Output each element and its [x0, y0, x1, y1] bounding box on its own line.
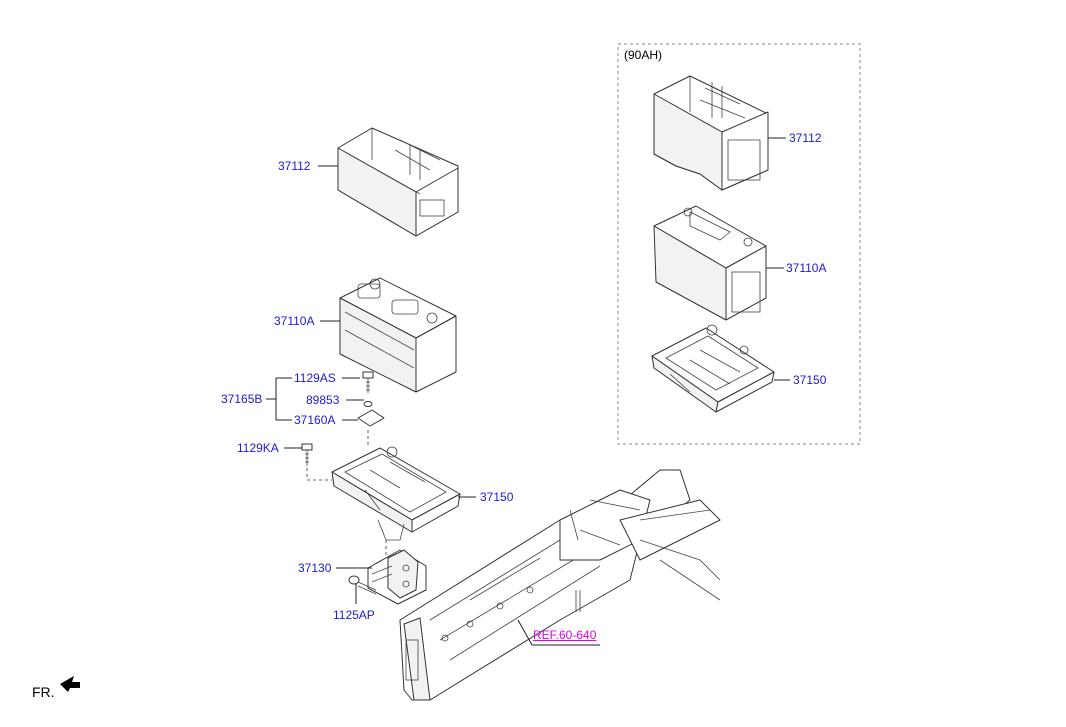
- battery-cover-left: [337, 127, 459, 237]
- bolt-1129KA: [301, 443, 313, 466]
- washer-89853: [363, 401, 373, 407]
- callout-37160A[interactable]: 37160A: [294, 413, 336, 427]
- bolt-1129AS: [362, 371, 374, 393]
- callout-89853[interactable]: 89853: [306, 393, 340, 407]
- callout-37150-right[interactable]: 37150: [793, 373, 827, 387]
- callout-1125AP[interactable]: 1125AP: [333, 608, 375, 622]
- reference-link[interactable]: REF.60-640: [533, 628, 597, 642]
- battery-tray-left: [331, 446, 461, 541]
- callout-37112-left[interactable]: 37112: [278, 159, 311, 173]
- variant-frame: [617, 43, 861, 445]
- battery-right: [653, 205, 767, 321]
- leader-lines: [266, 137, 790, 646]
- callout-37130[interactable]: 37130: [298, 561, 332, 575]
- vehicle-frame: [399, 469, 721, 701]
- battery-tray-right: [651, 324, 775, 413]
- bracket-37130: [367, 549, 427, 605]
- callout-37110A-right[interactable]: 37110A: [786, 261, 827, 275]
- callout-37112-right[interactable]: 37112: [789, 131, 822, 145]
- callout-37150-left[interactable]: 37150: [480, 490, 514, 504]
- variant-label: (90AH): [624, 48, 663, 62]
- install-line-left: [306, 430, 387, 556]
- bolt-1125AP: [348, 575, 377, 595]
- callout-1129AS[interactable]: 1129AS: [294, 371, 336, 385]
- front-arrow-icon: [60, 676, 80, 692]
- battery-left: [339, 277, 457, 393]
- callout-1129KA[interactable]: 1129KA: [237, 441, 279, 455]
- callout-37110A-left[interactable]: 37110A: [274, 314, 315, 328]
- front-direction-label: FR.: [32, 684, 55, 700]
- callout-37165B[interactable]: 37165B: [221, 392, 263, 406]
- battery-cover-right: [653, 75, 769, 191]
- bracket-37160A: [357, 409, 385, 427]
